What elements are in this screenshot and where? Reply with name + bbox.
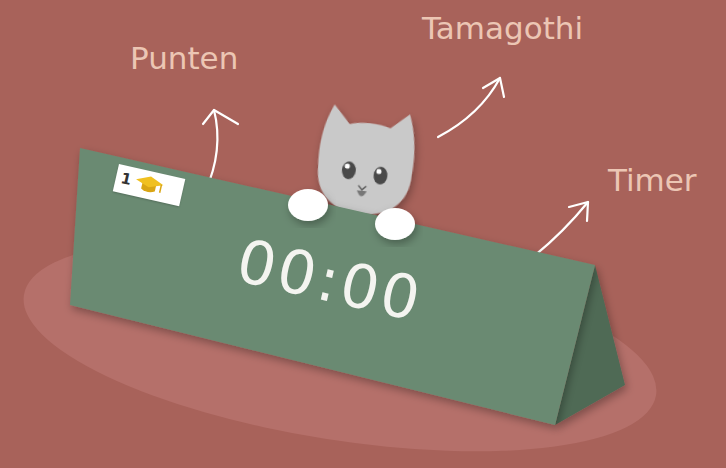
arrow-head (203, 110, 238, 124)
callout-label: Punten (130, 40, 238, 76)
cat-paws (288, 189, 415, 240)
arrow-head (569, 202, 588, 221)
pointer-arrow (438, 78, 500, 137)
score-number: 1 (119, 169, 133, 189)
tent-card: 00:001 (65, 140, 630, 430)
card-front (70, 148, 595, 425)
callout-label: Tamagothi (422, 10, 583, 46)
cat-head (313, 103, 418, 218)
callout-label: Timer (608, 162, 697, 198)
arrow-head (483, 78, 504, 97)
